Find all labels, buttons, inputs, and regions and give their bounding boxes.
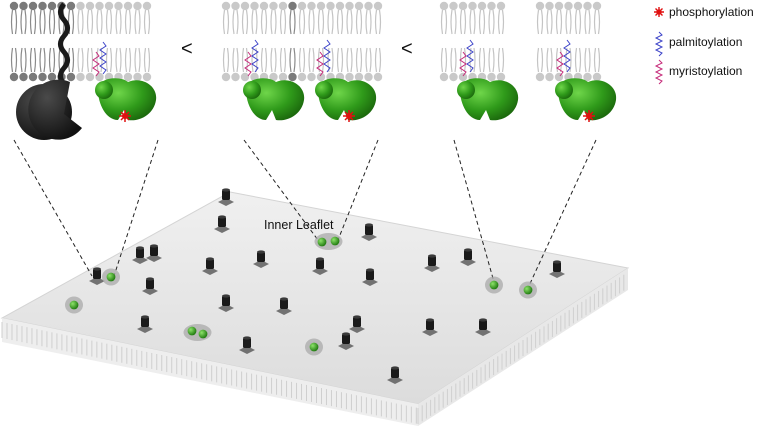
- receptor-marker: [349, 315, 365, 333]
- receptor-marker: [422, 318, 438, 336]
- protein-cluster: [314, 233, 343, 250]
- myristoylation-chain: [92, 51, 100, 77]
- receptor-marker: [218, 188, 234, 206]
- protein-cluster: [65, 296, 83, 314]
- legend-item-palmitoylation: palmitoylation: [654, 31, 742, 57]
- src-kinase-protein: [95, 78, 157, 121]
- receptor-marker: [475, 318, 491, 336]
- legend-label: myristoylation: [669, 64, 742, 78]
- phosphorylation-icon: [343, 110, 355, 122]
- phosphorylation-icon: [583, 110, 595, 122]
- legend-item-phosphorylation: phosphorylation: [654, 5, 754, 19]
- receptor-marker: [361, 223, 377, 241]
- receptor-marker: [202, 257, 218, 275]
- phosphorylation-icon: [119, 110, 131, 122]
- receptor-marker: [239, 336, 255, 354]
- receptor-marker: [214, 215, 230, 233]
- protein-cluster: [183, 324, 212, 341]
- receptor-marker: [218, 294, 234, 312]
- receptor-marker: [338, 332, 354, 350]
- receptor-marker: [387, 366, 403, 384]
- membrane-edge-lipids: [1, 274, 625, 424]
- inner-leaflet-label: Inner Leaflet: [264, 218, 334, 232]
- src-kinase-protein: [243, 78, 305, 121]
- panel-right: [439, 1, 617, 122]
- protein-cluster: [519, 281, 537, 299]
- receptor-kinase-dimer: [16, 79, 82, 140]
- receptor-marker: [460, 248, 476, 266]
- protein-cluster: [102, 268, 120, 286]
- receptor-marker: [253, 250, 269, 268]
- panel-left: [9, 1, 157, 140]
- receptor-marker: [276, 297, 292, 315]
- src-kinase-protein: [457, 78, 519, 121]
- receptor-marker: [89, 267, 105, 285]
- receptor-marker: [424, 254, 440, 272]
- starburst-icon: [654, 7, 664, 17]
- protein-cluster: [485, 276, 503, 294]
- lipid-bilayer-middle: [221, 1, 383, 82]
- receptor-marker: [549, 260, 565, 278]
- receptor-marker: [142, 277, 158, 295]
- zigzag-icon: [654, 59, 664, 85]
- lipid-bilayer-left: [9, 1, 152, 82]
- comparator-2: <: [401, 38, 413, 60]
- legend: phosphorylation palmitoylation myristoyl…: [654, 5, 754, 85]
- surface-proteins: [65, 233, 537, 356]
- src-kinase-protein: [555, 78, 617, 121]
- receptor-marker: [132, 246, 148, 264]
- receptor-marker: [146, 244, 162, 262]
- legend-item-myristoylation: myristoylation: [654, 59, 742, 85]
- protein-cluster: [305, 338, 323, 356]
- receptor-marker: [312, 257, 328, 275]
- receptor-marker: [137, 315, 153, 333]
- comparator-1: <: [181, 38, 193, 60]
- palmitoylation-chain: [99, 41, 107, 75]
- membrane-surface: [0, 191, 630, 426]
- src-kinase-protein: [315, 78, 377, 121]
- lipid-bilayer-right: [439, 1, 602, 82]
- legend-label: phosphorylation: [669, 5, 754, 19]
- receptor-marker: [362, 268, 378, 286]
- zigzag-icon: [654, 31, 664, 57]
- panel-middle: [221, 1, 383, 122]
- legend-label: palmitoylation: [669, 35, 742, 49]
- zoom-lines: [13, 139, 597, 289]
- surface-receptors: [89, 188, 565, 384]
